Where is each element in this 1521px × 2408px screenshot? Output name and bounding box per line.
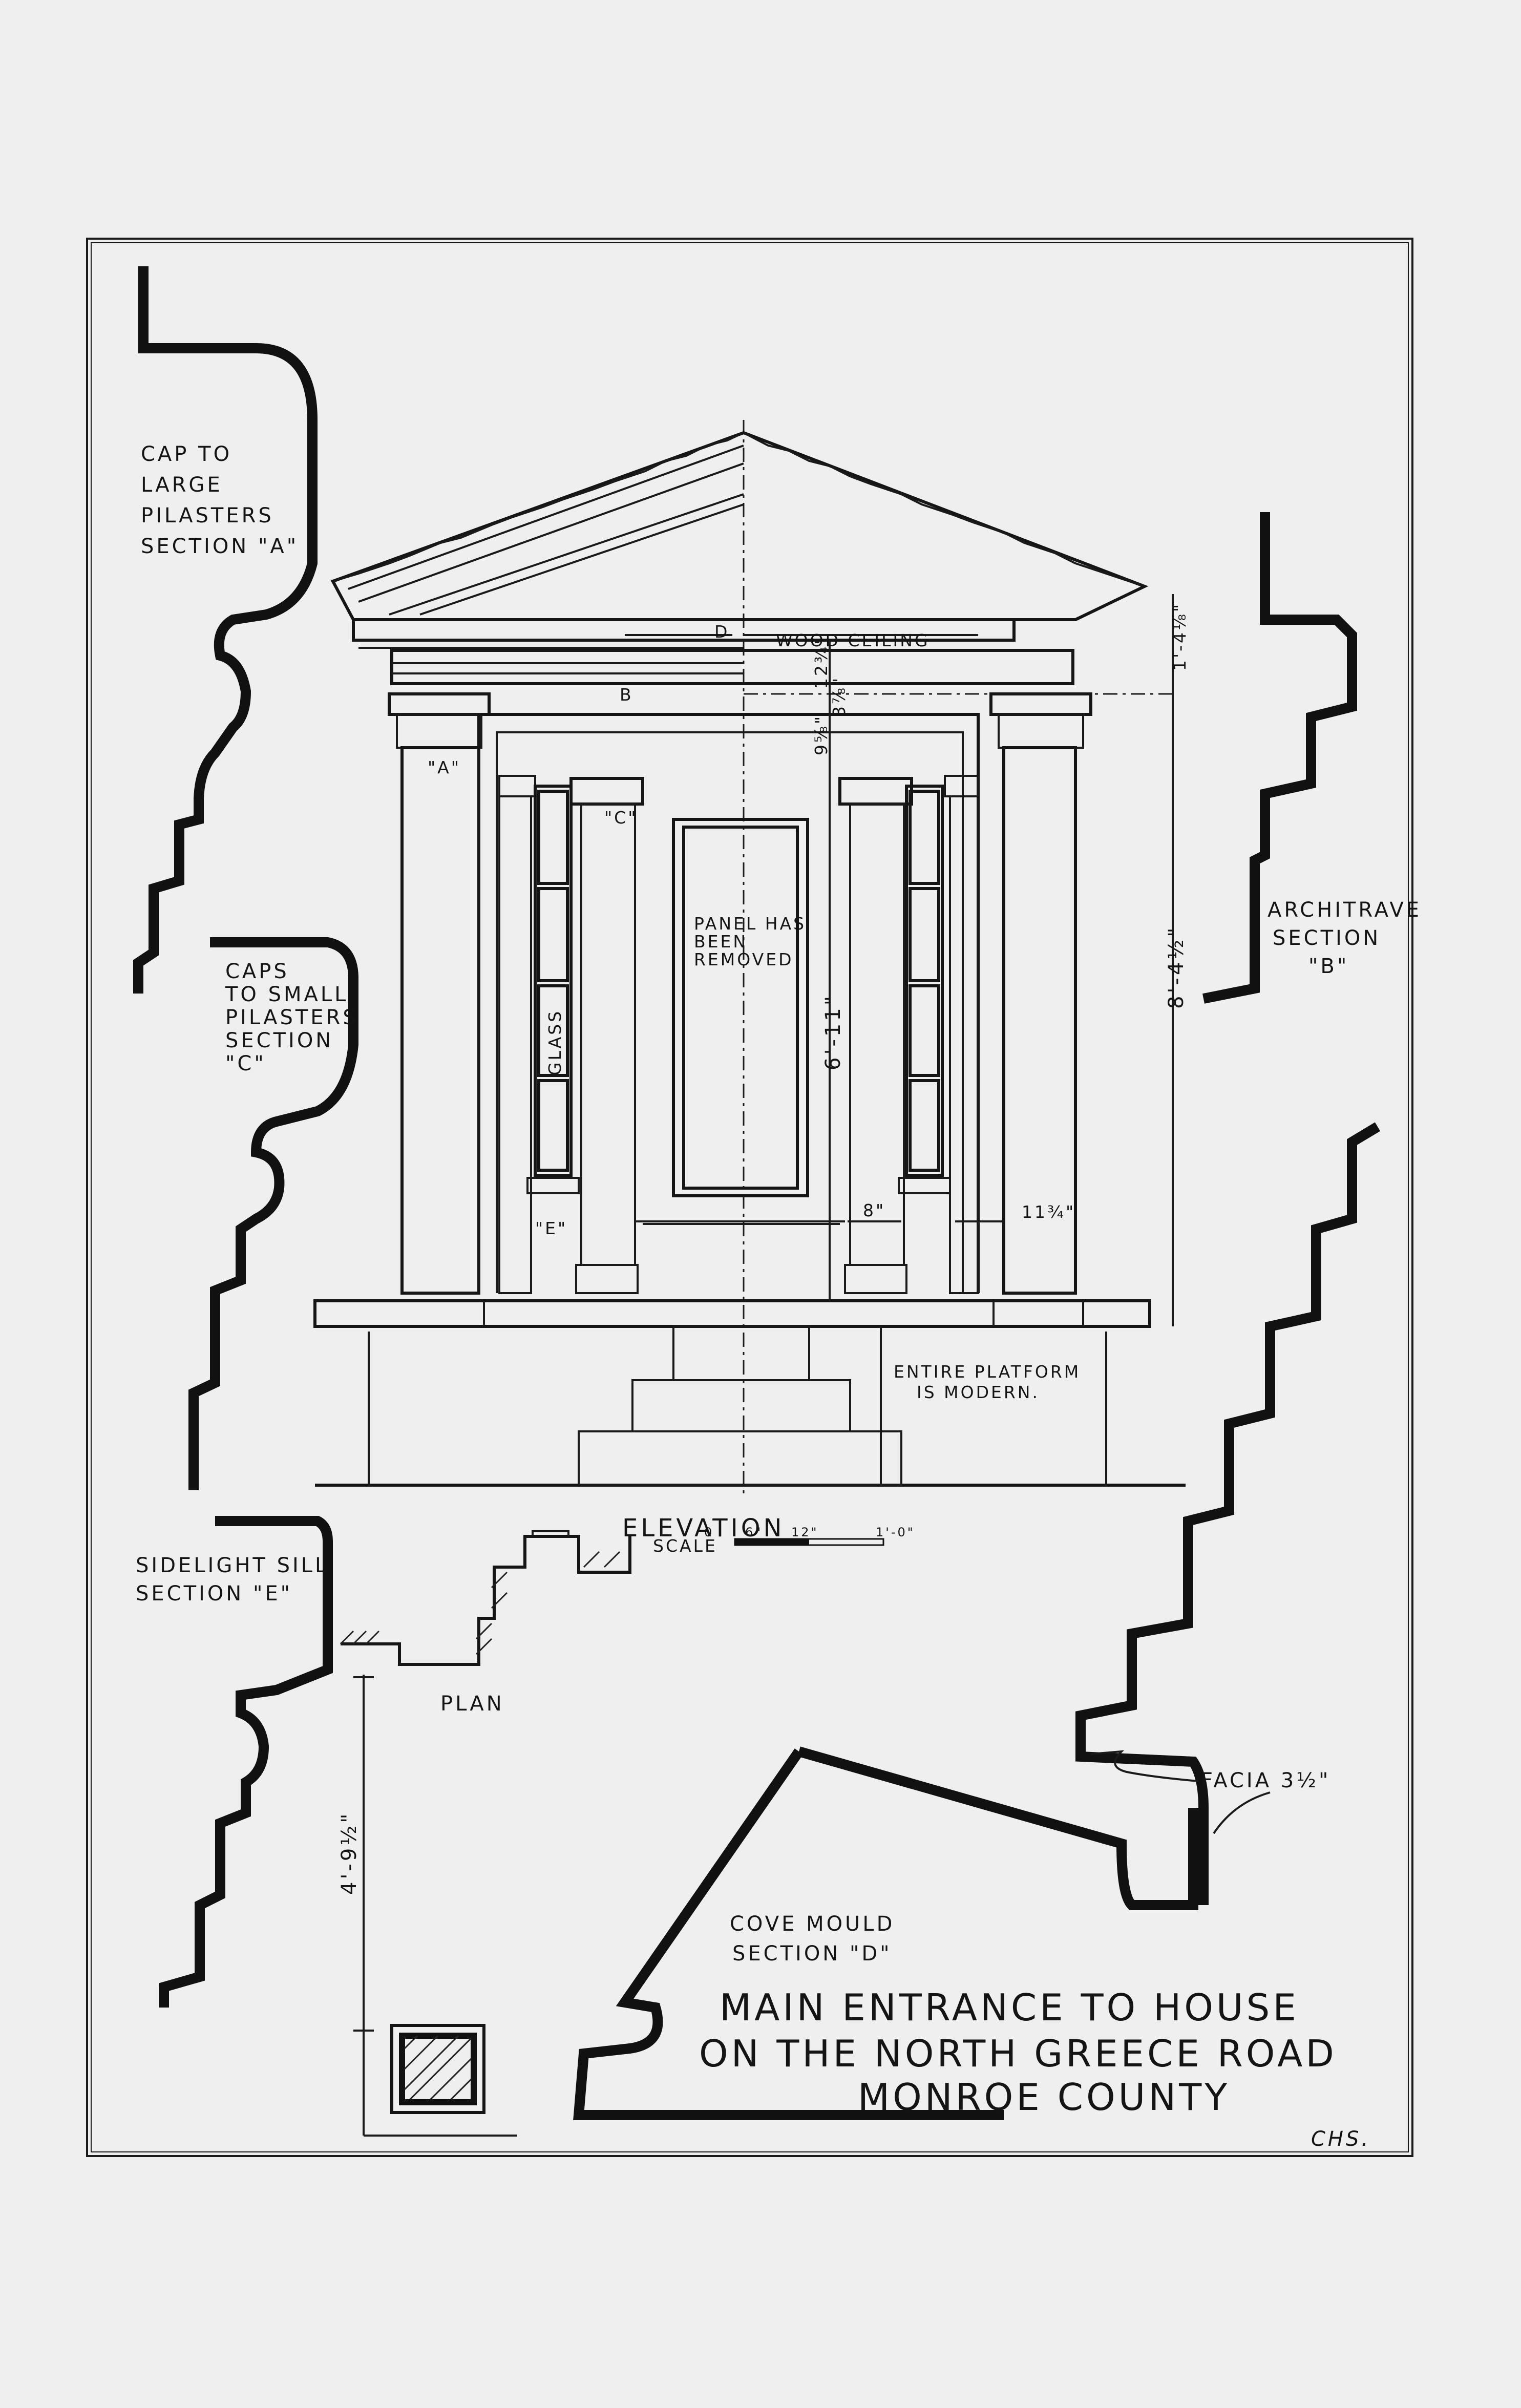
svg-text:PANEL HAS: PANEL HAS bbox=[694, 914, 806, 934]
label-panel: PANEL HAS BEEN REMOVED bbox=[694, 914, 806, 969]
svg-text:IS MODERN.: IS MODERN. bbox=[917, 1382, 1040, 1402]
svg-text:ON THE NORTH GREECE ROAD: ON THE NORTH GREECE ROAD bbox=[699, 2032, 1337, 2075]
elevation-drawing bbox=[313, 420, 1186, 1495]
svg-text:TO SMALL: TO SMALL bbox=[225, 983, 348, 1006]
dim-height-total: 8'-4½" bbox=[1165, 925, 1188, 1009]
svg-text:CAPS: CAPS bbox=[225, 960, 289, 983]
label-section-e: SIDELIGHT SILL SECTION "E" bbox=[136, 1554, 329, 1606]
marker-c: "C" bbox=[604, 808, 638, 828]
label-section-d: COVE MOULD SECTION "D" bbox=[730, 1912, 895, 1966]
plan-drawing bbox=[340, 1530, 631, 2137]
svg-text:PILASTERS: PILASTERS bbox=[141, 504, 274, 527]
signature: CHS. bbox=[1311, 2127, 1370, 2151]
svg-text:SECTION: SECTION bbox=[1273, 926, 1381, 950]
dim-pediment: 1'-4⅛" bbox=[1170, 602, 1190, 671]
dim-plan-depth: 4'-9½" bbox=[337, 1811, 361, 1895]
facia-leader bbox=[1090, 1750, 1271, 1834]
svg-text:SECTION "A": SECTION "A" bbox=[141, 535, 299, 558]
label-elevation: ELEVATION bbox=[622, 1514, 785, 1543]
svg-text:CAP TO: CAP TO bbox=[141, 442, 232, 466]
svg-text:"C": "C" bbox=[225, 1052, 266, 1075]
svg-text:SECTION: SECTION bbox=[225, 1029, 333, 1052]
label-section-b: ARCHITRAVE SECTION "B" bbox=[1268, 898, 1422, 978]
dim-side-width: 11¾" bbox=[1022, 1202, 1075, 1222]
svg-text:SECTION "D": SECTION "D" bbox=[732, 1942, 892, 1966]
drawing-title: MAIN ENTRANCE TO HOUSE ON THE NORTH GREE… bbox=[699, 1986, 1337, 2119]
profile-section-e bbox=[159, 1516, 333, 2008]
marker-e: "E" bbox=[535, 1218, 567, 1238]
svg-text:LARGE: LARGE bbox=[141, 473, 223, 497]
marker-b: B bbox=[620, 685, 633, 705]
svg-text:ARCHITRAVE: ARCHITRAVE bbox=[1268, 898, 1422, 922]
profile-section-b bbox=[1202, 512, 1357, 1004]
profile-section-a bbox=[133, 266, 318, 994]
label-plan: PLAN bbox=[440, 1692, 504, 1716]
svg-text:SIDELIGHT SILL: SIDELIGHT SILL bbox=[136, 1554, 329, 1577]
profile-section-d bbox=[573, 1746, 1198, 2120]
label-glass: GLASS bbox=[545, 1009, 565, 1075]
svg-text:1'-0": 1'-0" bbox=[876, 1525, 915, 1539]
label-platform: ENTIRE PLATFORM IS MODERN. bbox=[894, 1362, 1081, 1402]
dim-small-b: 9⅝" bbox=[811, 714, 831, 755]
svg-text:SECTION "E": SECTION "E" bbox=[136, 1582, 292, 1606]
svg-text:MONROE COUNTY: MONROE COUNTY bbox=[858, 2076, 1230, 2119]
svg-text:REMOVED: REMOVED bbox=[694, 949, 793, 969]
label-section-c: CAPS TO SMALL PILASTERS SECTION "C" bbox=[225, 960, 358, 1075]
dim-pilaster-width: 8" bbox=[863, 1200, 885, 1220]
svg-text:BEEN: BEEN bbox=[694, 932, 748, 952]
profile-section-c bbox=[188, 937, 358, 1490]
label-facia: FACIA 3½" bbox=[1201, 1769, 1330, 1792]
svg-text:PILASTERS: PILASTERS bbox=[225, 1006, 358, 1029]
marker-a: "A" bbox=[428, 757, 461, 777]
dim-door: 6'-11" bbox=[821, 994, 845, 1070]
svg-text:"B": "B" bbox=[1308, 955, 1349, 978]
svg-text:6": 6" bbox=[745, 1525, 763, 1539]
svg-text:MAIN ENTRANCE TO HOUSE: MAIN ENTRANCE TO HOUSE bbox=[720, 1986, 1299, 2029]
svg-text:COVE MOULD: COVE MOULD bbox=[730, 1912, 895, 1936]
sheet-border bbox=[86, 238, 1413, 2157]
svg-text:12": 12" bbox=[791, 1525, 819, 1539]
dim-ceiling: 12¾" bbox=[811, 635, 831, 689]
svg-text:SCALE: SCALE bbox=[653, 1536, 717, 1556]
svg-text:ENTIRE PLATFORM: ENTIRE PLATFORM bbox=[894, 1362, 1081, 1382]
marker-d: D bbox=[714, 622, 729, 642]
profile-facia bbox=[1075, 1122, 1381, 1905]
svg-text:0: 0 bbox=[704, 1525, 714, 1539]
scale-bar: SCALE 0 6" 12" 1'-0" bbox=[653, 1525, 915, 1556]
label-section-a: CAP TO LARGE PILASTERS SECTION "A" bbox=[141, 442, 299, 558]
label-wood-ceiling: WOOD CEILING bbox=[776, 630, 929, 650]
dim-small-a: 3⅞" bbox=[829, 676, 849, 717]
